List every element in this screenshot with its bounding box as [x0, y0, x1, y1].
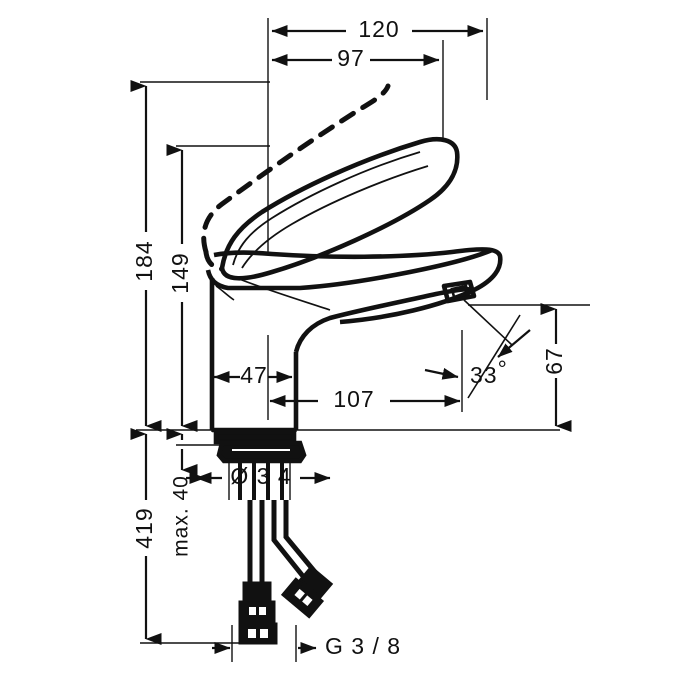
spout-inner-contour [231, 275, 331, 311]
body-inner-contour [215, 285, 235, 301]
spout-lower-sweep [293, 286, 475, 353]
faucet-body-column [209, 278, 299, 430]
extension-lines [136, 18, 590, 662]
lever-handle-raised-outline [201, 83, 391, 255]
lever-handle-crease [232, 151, 421, 266]
dimension-label-184: 184 [131, 240, 157, 281]
dimension-label-33deg: 33° [470, 356, 508, 388]
dimension-label-67: 67 [541, 347, 567, 375]
dimension-label-max40: max. 40 [170, 475, 193, 557]
dimension-lines [130, 25, 572, 654]
lever-handle [219, 137, 460, 281]
aerator-outlet-inner [450, 284, 470, 299]
bottom-fitting [238, 622, 278, 645]
dimension-label-diameter34: Ø 3 4 [230, 463, 291, 489]
dimension-label-107: 107 [333, 386, 374, 412]
supply-hose-right-2 [283, 500, 322, 580]
hose-connector-right [280, 565, 334, 619]
shank-collar [216, 440, 307, 464]
aerator-outlet [441, 279, 477, 304]
dimension-label-149: 149 [167, 252, 193, 293]
dimension-label-120: 120 [358, 16, 399, 42]
supply-hose-right [271, 500, 312, 587]
dimension-label-g38: G 3 / 8 [325, 633, 401, 659]
dimension-label-47: 47 [240, 362, 268, 388]
hose-connector-left [238, 581, 276, 624]
threaded-shank [238, 460, 284, 500]
dimension-label-97: 97 [337, 45, 365, 71]
faucet-body-cap [205, 247, 493, 291]
dimension-line-33 [424, 367, 459, 380]
escutcheon-base [213, 429, 297, 445]
faucet-illustration [201, 83, 503, 645]
dimension-label-419: 419 [131, 507, 157, 548]
